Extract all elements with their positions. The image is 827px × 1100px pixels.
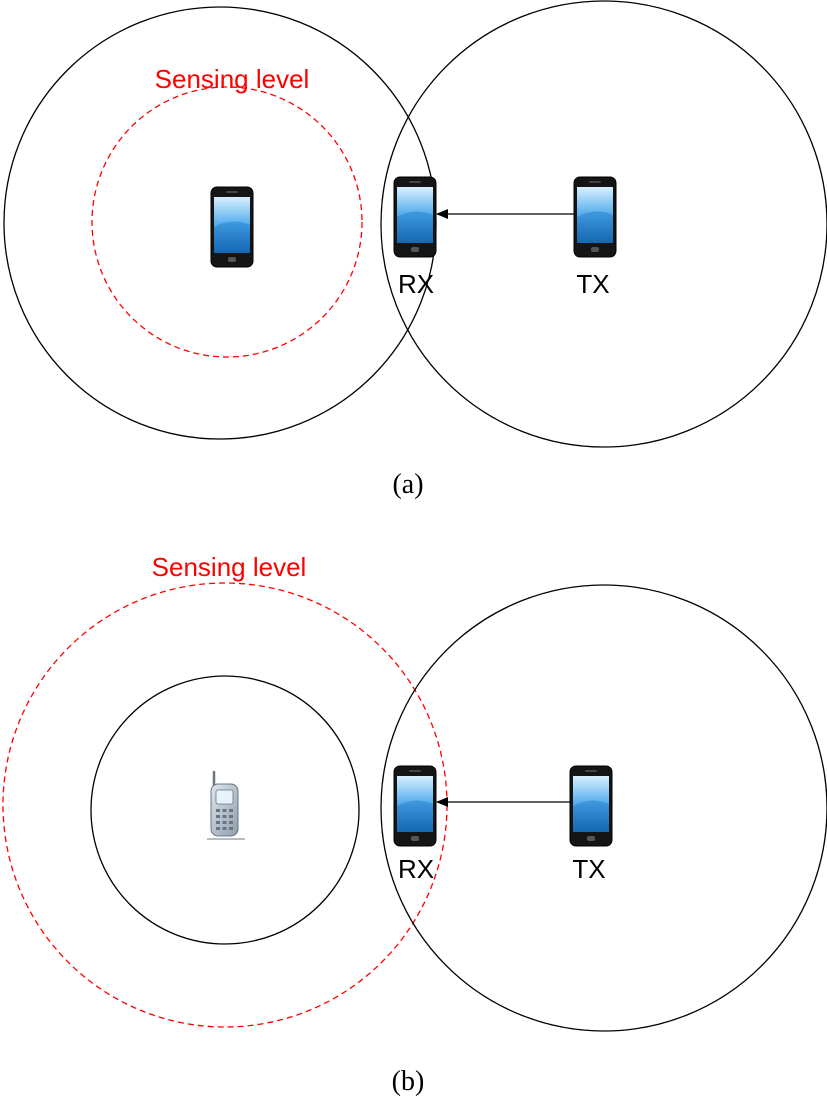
- sensing-level-label-b: Sensing level: [152, 552, 307, 582]
- caption-a: (a): [392, 469, 423, 500]
- rx-label-b: RX: [398, 854, 434, 884]
- panel-b: Sensing level RX TX (b): [2, 552, 827, 1097]
- sensing-level-circle-a: [91, 86, 363, 358]
- tx-coverage-circle-a: [380, 0, 827, 448]
- rx-smartphone-icon: [393, 765, 437, 847]
- interferer-coverage-circle-b: [90, 675, 360, 945]
- smartphone-icon: [210, 186, 254, 268]
- tx-smartphone-icon: [573, 176, 617, 258]
- tx-coverage-circle-b: [380, 584, 827, 1032]
- tx-smartphone-icon: [569, 765, 613, 847]
- tx-label-a: TX: [576, 269, 609, 299]
- tx-label-b: TX: [572, 854, 605, 884]
- rx-smartphone-icon: [393, 176, 437, 258]
- caption-b: (b): [392, 1066, 425, 1097]
- rx-label-a: RX: [398, 269, 434, 299]
- panel-a: Sensing level RX TX (a): [3, 0, 827, 500]
- sensing-level-label-a: Sensing level: [155, 64, 310, 94]
- legacy-phone-icon: [207, 770, 245, 840]
